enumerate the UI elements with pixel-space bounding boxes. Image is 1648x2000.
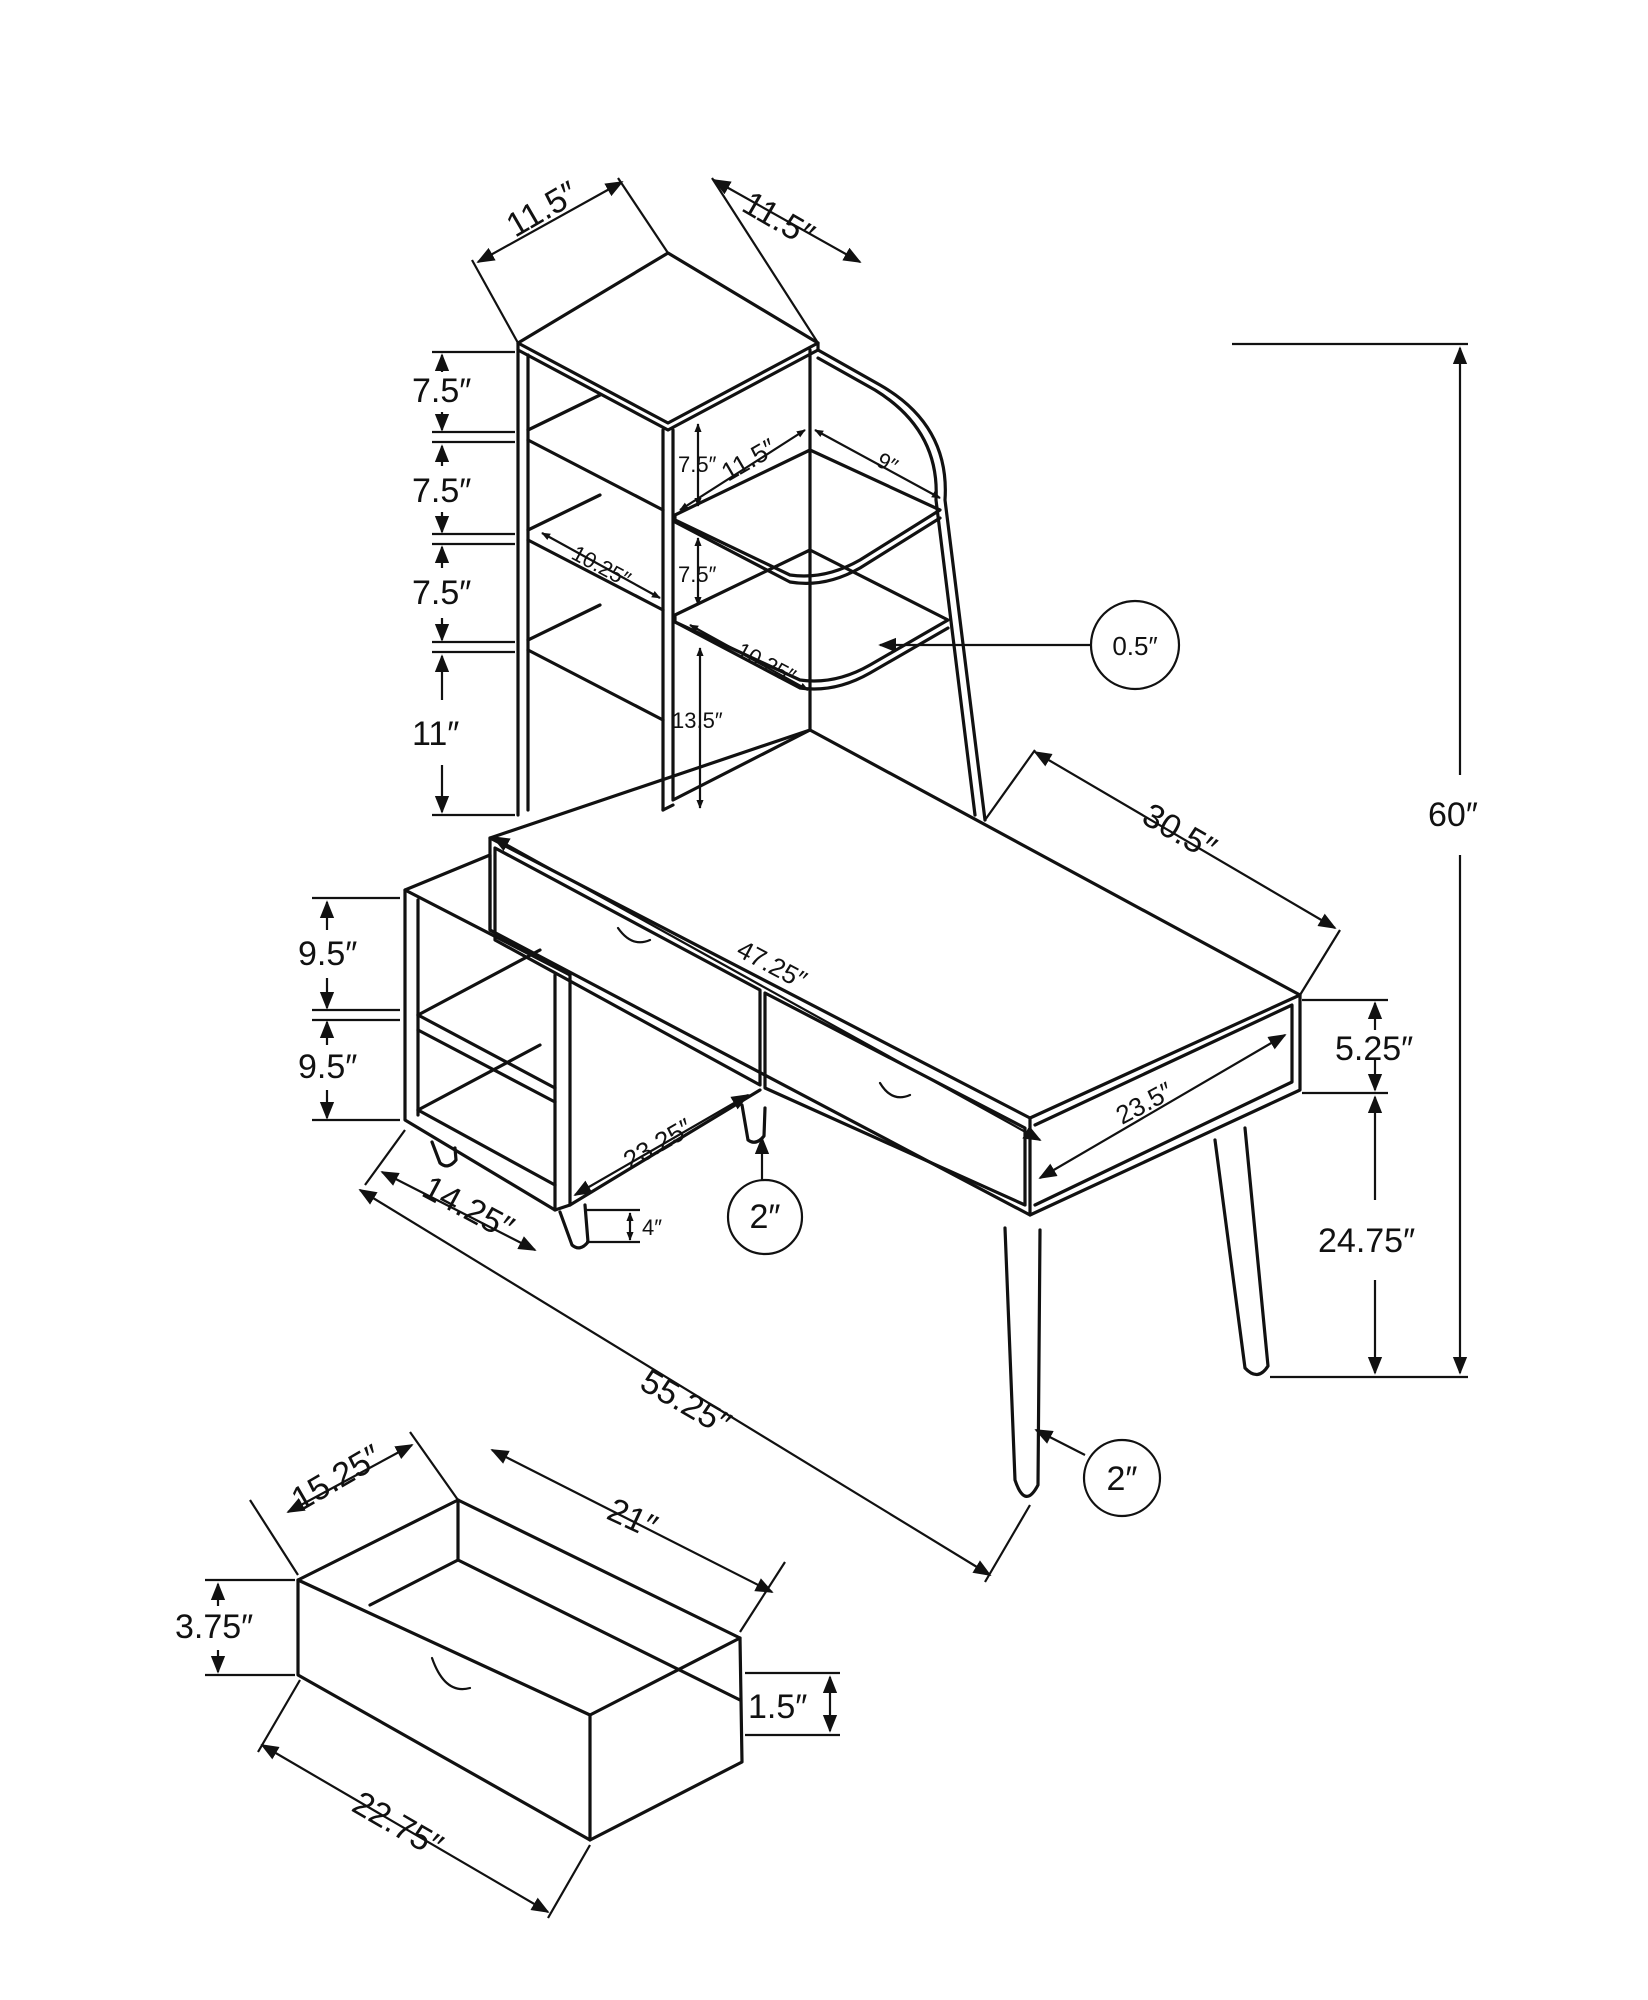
dim-cabinet-height-2: 9.5″ bbox=[298, 1048, 357, 1086]
leg-callout-circle bbox=[1082, 1438, 1162, 1518]
dim-shelf-height-3: 7.5″ bbox=[412, 574, 471, 612]
dim-cabinet-inner-width: 23.25″ bbox=[618, 1112, 697, 1175]
dim-inner-shelf-width-3: 10.25″ bbox=[733, 637, 800, 689]
dim-total-width: 55.25″ bbox=[634, 1362, 737, 1443]
dim-leg-diameter: 2″ bbox=[1107, 1460, 1138, 1498]
dim-drawer-inner-height: 1.5″ bbox=[748, 1688, 807, 1726]
dim-hutch-top-depth: 11.5″ bbox=[500, 174, 585, 245]
thickness-callout-circle bbox=[1089, 599, 1181, 691]
hutch-tower bbox=[516, 251, 987, 822]
dim-shelf-height-4: 11″ bbox=[412, 715, 459, 753]
dim-shelf-height-1: 7.5″ bbox=[412, 372, 471, 410]
dim-drawer-front-height: 5.25″ bbox=[1335, 1030, 1413, 1068]
dim-inner-clearance: 13.5″ bbox=[672, 708, 723, 733]
dim-foot-diameter: 2″ bbox=[750, 1198, 781, 1236]
dim-hutch-top-width: 11.5″ bbox=[736, 184, 821, 255]
dim-shelf-height-2: 7.5″ bbox=[412, 472, 471, 510]
dim-inner-shelf-height-2: 7.5″ bbox=[678, 562, 717, 587]
dim-panel-thickness: 0.5″ bbox=[1112, 631, 1157, 661]
foot-callout-circle bbox=[726, 1178, 804, 1256]
dim-cabinet-height-1: 9.5″ bbox=[298, 935, 357, 973]
dim-desk-depth: 30.5″ bbox=[1136, 796, 1223, 868]
dim-foot-height: 4″ bbox=[642, 1215, 662, 1240]
dim-drawer-height: 3.75″ bbox=[175, 1608, 253, 1646]
dimension-lines bbox=[205, 177, 1468, 1919]
dim-inner-shelf-height-1: 7.5″ bbox=[678, 452, 717, 477]
dim-drawer-inner-length: 21″ bbox=[602, 1491, 663, 1547]
dim-total-height: 60″ bbox=[1428, 796, 1478, 834]
dim-desk-leg-height: 24.75″ bbox=[1318, 1222, 1415, 1260]
dim-inner-shelf-width-2: 10.25″ bbox=[568, 540, 635, 592]
dim-drawer-depth: 15.25″ bbox=[285, 1437, 388, 1518]
dim-drawer-length: 22.75″ bbox=[346, 1784, 449, 1865]
